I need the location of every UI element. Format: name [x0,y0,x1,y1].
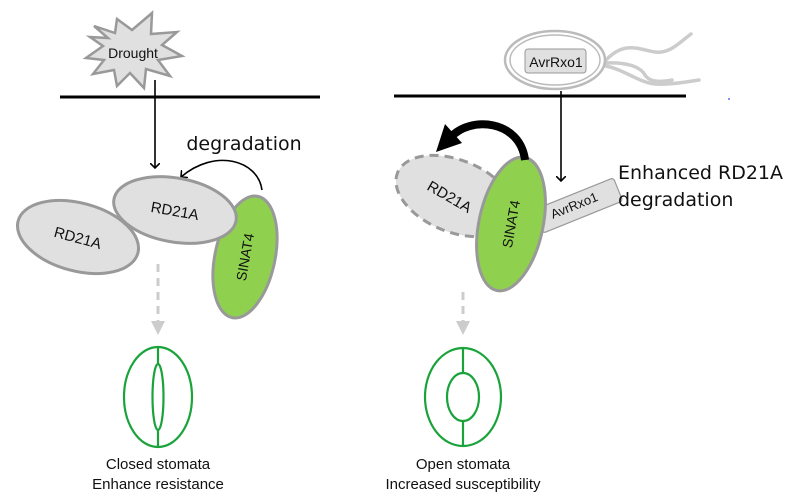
sinat4-protein-right: SINAT4 [475,155,547,293]
degradation-arrow [181,159,263,191]
drought-label: Drought [108,45,158,61]
enhanced-degradation-label-line2: degradation [618,189,733,211]
enhanced-degradation-arrowhead [436,124,462,152]
enhanced-degradation-arrow [446,120,529,161]
enhance-resistance-label: Enhance resistance [92,476,224,493]
degradation-label: degradation [186,133,301,155]
rd21a-free-protein: RD21A [15,198,141,276]
enhanced-degradation-label-line1: Enhanced RD21A [618,162,783,184]
left-panel: Drought degradation RD21A SINAT4 RD21A [15,10,320,493]
avrrxo1-effector-label: AvrRxo1 [529,54,583,70]
increased-susceptibility-label: Increased susceptibility [385,476,541,493]
bacterium-icon [503,29,607,91]
drought-starburst-icon [82,10,186,91]
right-panel: AvrRxo1 RD21A AvrRxo1 SINAT4 Enhanced RD… [385,29,783,493]
open-stomata-label: Open stomata [416,456,511,473]
closed-stomata-icon [122,345,194,449]
open-stomata-icon [423,346,503,448]
closed-stomata-label: Closed stomata [106,456,211,473]
stray-dot [728,98,730,100]
bacterium-flagella-icon [604,32,701,86]
avrrxo1-bound-protein: AvrRxo1 [533,178,623,233]
rd21a-bound-protein: RD21A [112,175,238,245]
